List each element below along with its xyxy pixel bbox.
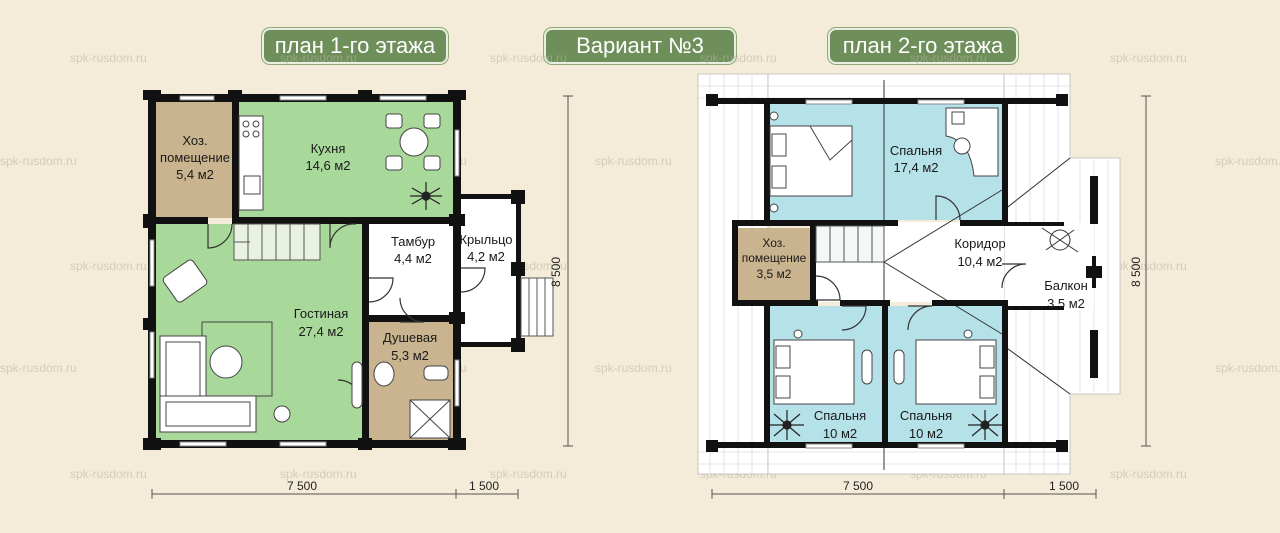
watermark: spk-rusdom.ru — [280, 467, 357, 481]
plan1-dimensions — [151, 95, 573, 499]
plan1-floor: Хоз. помещение 5,4 м2 Кухня 14,6 м2 Тамб… — [143, 90, 573, 499]
watermark: spk-rusdom.ru — [595, 154, 672, 168]
plan2-bedroom-top-area: 17,4 м2 — [893, 160, 938, 175]
watermark: spk-rusdom.ru — [70, 259, 147, 273]
watermark: spk-rusdom.ru — [1110, 259, 1187, 273]
plan2-balcony-name: Балкон — [1044, 278, 1088, 293]
plan2-title-badge: план 2-го этажа — [828, 28, 1018, 64]
plan2-bedroom-left-area: 10 м2 — [823, 426, 857, 441]
plan1-kitchen-name: Кухня — [311, 141, 346, 156]
plan1-shower-name: Душевая — [383, 330, 437, 345]
watermark: spk-rusdom.ru — [910, 51, 987, 65]
watermark: spk-rusdom.ru — [700, 51, 777, 65]
plan1-title: план 1-го этажа — [274, 33, 436, 58]
watermark: spk-rusdom.ru — [1110, 467, 1187, 481]
plan2-desk — [945, 107, 999, 177]
plan2-bedroom-left-name: Спальня — [814, 408, 866, 423]
plan2-title: план 2-го этажа — [842, 33, 1004, 58]
plan2-floor: Спальня 17,4 м2 Хоз. помещение 3,5 м2 Ко… — [697, 73, 1151, 499]
plan1-porch — [460, 196, 516, 344]
watermark: spk-rusdom.ru — [595, 361, 672, 375]
watermark: spk-rusdom.ru — [1110, 51, 1187, 65]
plan2-balcony-chair — [1041, 227, 1079, 253]
watermark: spk-rusdom.ru — [1215, 361, 1280, 375]
plan2-dimensions — [711, 95, 1151, 499]
plan2-balcony-area: 3,5 м2 — [1047, 296, 1085, 311]
variant-title-badge: Вариант №3 — [544, 28, 736, 64]
plan1-shower-area: 5,3 м2 — [391, 348, 429, 363]
plant-icon — [968, 410, 1002, 440]
watermark: spk-rusdom.ru — [490, 51, 567, 65]
plan1-width-dim: 7 500 — [287, 479, 317, 493]
plan1-stairs — [233, 223, 321, 261]
plan2-beds — [769, 111, 997, 405]
plan2-height-dim: 8 500 — [1129, 257, 1143, 287]
watermark: spk-rusdom.ru — [490, 467, 567, 481]
plan1-living-furniture — [159, 259, 363, 433]
plan1-windows — [149, 95, 460, 447]
plan1-storage-area: 5,4 м2 — [176, 167, 214, 182]
plan2-windows — [805, 99, 965, 449]
plan1-porch-name: Крыльцо — [459, 232, 512, 247]
watermark: spk-rusdom.ru — [70, 467, 147, 481]
watermark: spk-rusdom.ru — [70, 51, 147, 65]
plan2-storage-room — [738, 228, 812, 302]
plan2-bedroom-top-name: Спальня — [890, 143, 942, 158]
plan2-balcony-dim: 1 500 — [1049, 479, 1079, 493]
plan1-vestibule-area: 4,4 м2 — [394, 251, 432, 266]
plan1-kitchen-furniture — [238, 113, 441, 211]
watermark: spk-rusdom.ru — [1215, 154, 1280, 168]
plan2-storage-area: 3,5 м2 — [757, 267, 792, 281]
plan2-doors — [815, 195, 1027, 331]
plan1-kitchen-area: 14,6 м2 — [305, 158, 350, 173]
plan1-storage-name: Хоз. — [182, 133, 207, 148]
plan2-corridor-area: 10,4 м2 — [957, 254, 1002, 269]
dining-table-icon — [399, 127, 429, 157]
watermark: spk-rusdom.ru — [280, 51, 357, 65]
plan1-vestibule-name: Тамбур — [391, 234, 435, 249]
plan1-living-name: Гостиная — [294, 306, 349, 321]
plan2-storage-name: Хоз. — [762, 236, 785, 250]
variant-title: Вариант №3 — [576, 33, 704, 58]
plan1-porch-dim: 1 500 — [469, 479, 499, 493]
plan1-storage-name2: помещение — [160, 150, 230, 165]
plan2-bedroom-right-name: Спальня — [900, 408, 952, 423]
plan2-width-dim: 7 500 — [843, 479, 873, 493]
plan2-stairs — [815, 225, 885, 263]
plant-icon — [770, 410, 804, 440]
plan2-bedroom-right-area: 10 м2 — [909, 426, 943, 441]
plan1-kitchen-room — [239, 102, 453, 218]
plan2-storage-name2: помещение — [742, 251, 807, 265]
plan1-porch-steps — [520, 277, 554, 337]
plan1-storage-room — [155, 102, 235, 218]
plan1-living-area: 27,4 м2 — [298, 324, 343, 339]
plan2-walls — [706, 94, 1102, 452]
plan1-height-dim: 8 500 — [549, 257, 563, 287]
watermark: spk-rusdom.ru — [0, 361, 77, 375]
plan1-vestibule-room — [368, 224, 454, 316]
plan2-corridor-name: Коридор — [954, 236, 1005, 251]
plan1-porch-area: 4,2 м2 — [467, 249, 505, 264]
watermark: spk-rusdom.ru — [0, 154, 77, 168]
plan1-shower-fixtures — [373, 361, 451, 439]
plant-icon — [410, 182, 442, 210]
plan1-title-badge: план 1-го этажа — [262, 28, 448, 64]
